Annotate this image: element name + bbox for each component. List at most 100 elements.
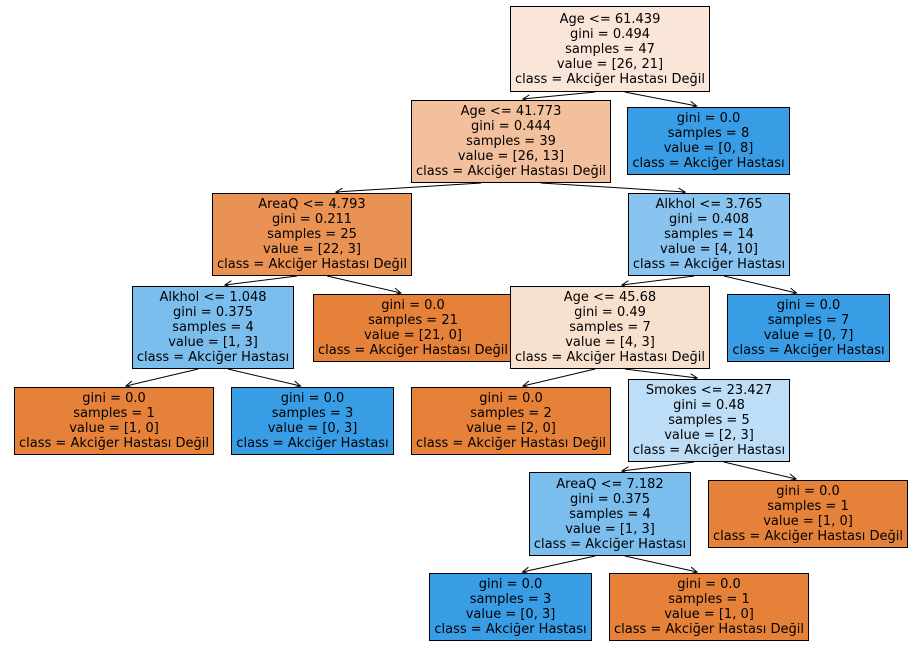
node-line: Age <= 41.773 <box>460 104 562 119</box>
node-line: gini = 0.48 <box>673 398 745 413</box>
node-line: samples = 3 <box>271 406 354 421</box>
node-line: value = [0, 3] <box>267 421 358 436</box>
edge-arrow <box>624 555 697 572</box>
edge-arrow <box>336 182 482 192</box>
node-line: value = [0, 3] <box>465 607 556 622</box>
node-line: value = [4, 3] <box>565 335 655 350</box>
node-line: class = Akciğer Hastası Değil <box>515 71 705 87</box>
node-line: value = [2, 0] <box>466 421 556 436</box>
node-line: gini = 0.0 <box>478 577 543 592</box>
node-line: Alkhol <= 1.048 <box>159 290 267 305</box>
node-line: samples = 4 <box>172 320 254 335</box>
node-line: samples = 4 <box>569 506 651 522</box>
node-line: class = Akciğer Hastası Değil <box>713 529 903 544</box>
node-line: gini = 0.0 <box>479 391 543 406</box>
edge-arrow <box>126 368 199 386</box>
node-line: Age <= 45.68 <box>563 290 657 305</box>
edge-arrow <box>523 368 596 386</box>
node-line: gini = 0.0 <box>82 391 146 406</box>
node-line: value = [22, 3] <box>263 242 361 257</box>
node-line: gini = 0.0 <box>676 111 741 126</box>
node-line: class = Akciğer Hastası Değil <box>515 350 705 365</box>
node-line: gini = 0.0 <box>381 298 445 313</box>
node-line: samples = 1 <box>668 592 750 607</box>
node-line: samples = 7 <box>569 320 651 335</box>
node-line: class = Akciğer Hastası <box>136 350 290 365</box>
edge-arrow <box>723 275 797 293</box>
node-line: gini = 0.0 <box>776 298 841 313</box>
node-line: class = Akciğer Hastası Değil <box>416 164 606 179</box>
node-line: samples = 1 <box>767 499 849 514</box>
node-line: Alkhol <= 3.765 <box>655 197 763 212</box>
node-line: value = [1, 0] <box>664 607 754 622</box>
edge-arrow <box>327 275 401 293</box>
node-line: value = [1, 3] <box>565 521 655 537</box>
node-line: Smokes <= 23.427 <box>645 383 773 398</box>
node-line: class = Akciğer Hastası Değil <box>318 343 508 358</box>
node-line: value = [1, 0] <box>69 421 159 436</box>
node-line: class = Akciğer Hastası <box>632 156 785 171</box>
node-line: samples = 21 <box>368 313 458 328</box>
edge-arrow <box>622 461 695 471</box>
node-line: class = Akciğer Hastası <box>632 257 786 272</box>
node-line: samples = 2 <box>470 406 552 421</box>
node-line: gini = 0.0 <box>776 484 840 499</box>
node-line: value = [0, 8] <box>663 141 754 156</box>
node-line: class = Akciğer Hastası Değil <box>614 622 804 637</box>
node-line: class = Akciğer Hastası <box>732 343 885 358</box>
node-line: class = Akciğer Hastası Değil <box>217 257 407 272</box>
node-line: samples = 47 <box>565 41 655 57</box>
node-line: samples = 7 <box>767 313 850 328</box>
node-line: samples = 1 <box>73 406 155 421</box>
node-line: samples = 25 <box>267 227 357 242</box>
node-line: value = [26, 13] <box>457 149 565 164</box>
node-line: value = [2, 3] <box>664 428 754 443</box>
edge-arrow <box>624 91 697 106</box>
node-line: gini = 0.211 <box>271 212 353 227</box>
node-line: samples = 3 <box>469 592 552 607</box>
edge-arrow <box>723 461 796 479</box>
edge-arrow <box>540 182 686 192</box>
node-line: gini = 0.0 <box>677 577 741 592</box>
node-line: AreaQ <= 4.793 <box>258 197 366 212</box>
node-line: gini = 0.0 <box>280 391 345 406</box>
node-line: value = [4, 10] <box>660 242 758 257</box>
node-line: class = Akciğer Hastası <box>236 436 389 451</box>
node-line: samples = 14 <box>664 227 754 242</box>
node-line: value = [1, 0] <box>763 514 853 529</box>
node-line: Age <= 61.439 <box>559 11 661 27</box>
edge-arrow <box>624 368 697 378</box>
edge-arrow <box>522 555 596 572</box>
node-line: class = Akciğer Hastası <box>434 622 587 637</box>
node-line: class = Akciğer Hastası <box>632 443 786 458</box>
node-line: gini = 0.494 <box>569 26 651 42</box>
edge-arrow <box>225 275 298 285</box>
node-line: value = [0, 7] <box>763 328 854 343</box>
node-line: class = Akciğer Hastası Değil <box>416 436 606 451</box>
node-line: gini = 0.375 <box>172 305 254 320</box>
node-line: gini = 0.408 <box>668 212 750 227</box>
node-line: value = [1, 3] <box>168 335 258 350</box>
edge-arrow <box>622 275 695 285</box>
node-line: samples = 5 <box>668 413 750 428</box>
node-line: samples = 8 <box>667 126 750 141</box>
